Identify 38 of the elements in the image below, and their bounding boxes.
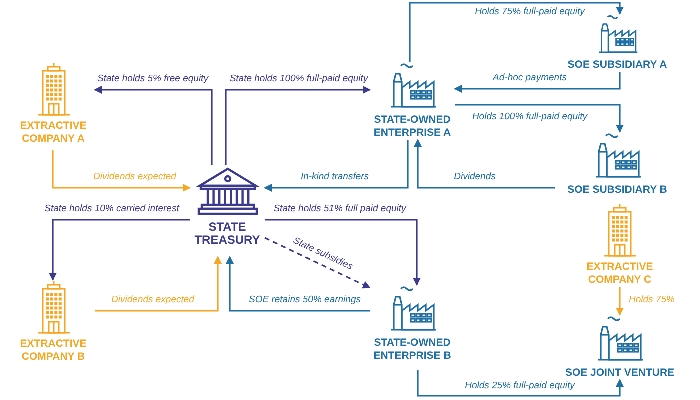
edge-label: State holds 51% full paid equity [272,204,408,214]
arrow [454,72,621,93]
node-label: STATE TREASURY [194,221,262,247]
edge-label: Dividends expected [110,294,196,306]
arrow [225,86,371,165]
node-label: EXTRACTIVE COMPANY B [19,338,88,364]
edge-label: Holds 25% full-paid equity [464,380,576,392]
edge-label: In-kind transfers [300,172,370,182]
edge-label: Holds 75% [628,294,676,306]
arrow [226,256,370,312]
arrow [265,219,421,286]
arrow [49,219,190,281]
node-label: EXTRACTIVE COMPANY A [19,120,88,146]
node-label: SOE SUBSIDIARY B [568,184,668,197]
arrow [264,140,409,192]
node-label: SOE JOINT VENTURE [565,367,675,380]
edge-label: Holds 75% full-paid equity [474,6,586,18]
edge-label: SOE retains 50% earnings [248,294,362,306]
edge-label: State holds 100% full-paid equity [228,74,370,84]
edge-label: State holds 10% carried interest [44,204,180,214]
arrow [616,287,624,316]
edge-label: Ad-hoc payments [492,72,568,84]
arrow [95,256,222,312]
edge-label: Dividends [453,172,497,182]
arrow [94,86,213,165]
edge-label: Holds 100% full-paid equity [471,112,589,122]
arrow [52,150,191,192]
edge-label: State holds 5% free equity [96,74,210,84]
node-label: STATE-OWNED ENTERPRISE B [372,337,452,363]
edge-label: Dividends expected [92,172,178,182]
dashed-arrow [264,237,371,289]
arrow [414,139,555,189]
arrow [409,2,624,62]
arrow [455,104,624,133]
node-label: SOE SUBSIDIARY A [568,59,668,72]
arrow [417,370,624,397]
node-label: STATE-OWNED ENTERPRISE A [372,114,452,140]
node-label: EXTRACTIVE COMPANY C [586,261,654,287]
